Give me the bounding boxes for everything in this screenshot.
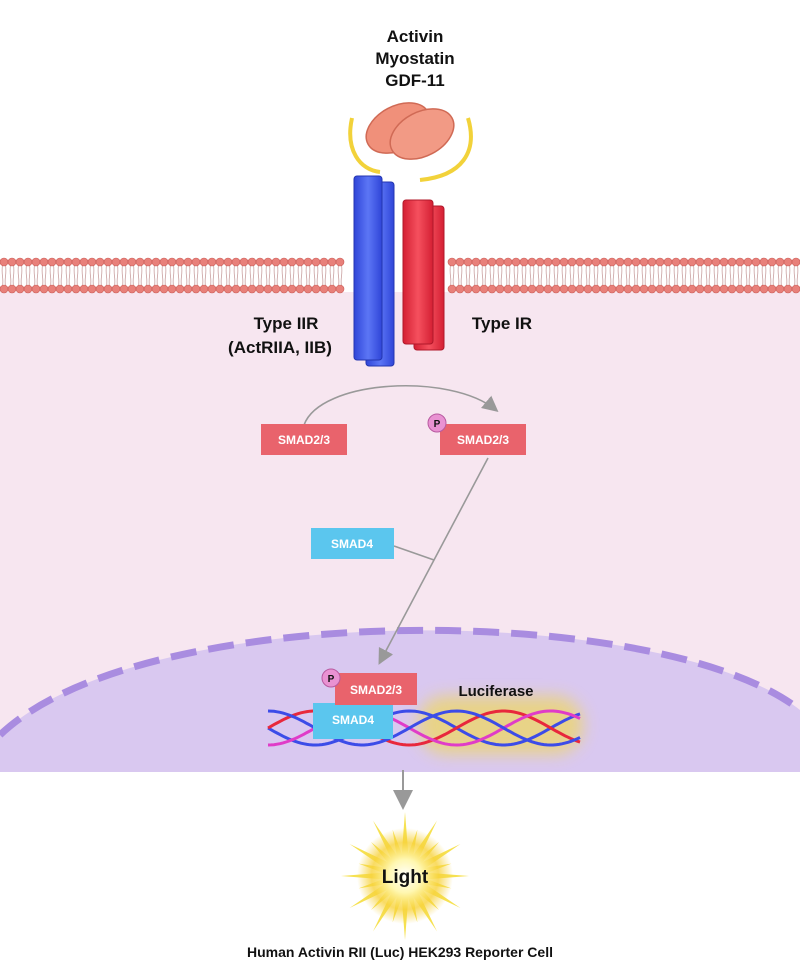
type-i-receptor [402, 199, 445, 351]
phosphorylation-arrow [303, 384, 499, 426]
smad23-cytoplasm: SMAD2/3 [261, 424, 347, 455]
smad23-phosphorylated-label: SMAD2/3 [457, 433, 509, 447]
ligand-tether-left [348, 117, 381, 174]
ligand-label-activin: Activin [387, 27, 444, 46]
phospho-badge-nucleus-label: P [328, 674, 335, 685]
phospho-badge [427, 413, 447, 433]
light-label: Light [382, 867, 429, 888]
type-ii-receptor-label: Type IIR [254, 314, 319, 333]
smad4-nucleus: SMAD4 [313, 703, 393, 739]
luciferase-label: Luciferase [458, 683, 533, 700]
phospho-badge-label: P [434, 419, 441, 430]
smad4-cytoplasm-label: SMAD4 [331, 537, 373, 551]
ligand-tether-right [419, 117, 473, 182]
type-ii-receptor [353, 175, 395, 367]
smad23-cytoplasm-label: SMAD2/3 [278, 433, 330, 447]
smad4-join-line [393, 545, 435, 561]
ligand-label-gdf11: GDF-11 [385, 71, 445, 90]
smad23-phosphorylated: SMAD2/3 P [427, 413, 526, 455]
smad4-cytoplasm: SMAD4 [311, 528, 394, 559]
ligand-dimer [365, 102, 455, 160]
smad23-nucleus: SMAD2/3 P [321, 668, 417, 705]
type-ii-receptor-sublabel: (ActRIIA, IIB) [228, 338, 332, 357]
smad4-nucleus-label: SMAD4 [332, 713, 374, 727]
nuclear-envelope [0, 626, 800, 738]
phospho-badge-nucleus [321, 668, 341, 688]
smad23-nucleus-label: SMAD2/3 [350, 683, 402, 697]
type-i-receptor-label: Type IR [472, 314, 532, 333]
figure-caption: Human Activin RII (Luc) HEK293 Reporter … [247, 944, 553, 960]
light-burst: Light [341, 812, 469, 940]
cell-membrane [0, 257, 800, 294]
ligand-label-myostatin: Myostatin [375, 49, 454, 68]
